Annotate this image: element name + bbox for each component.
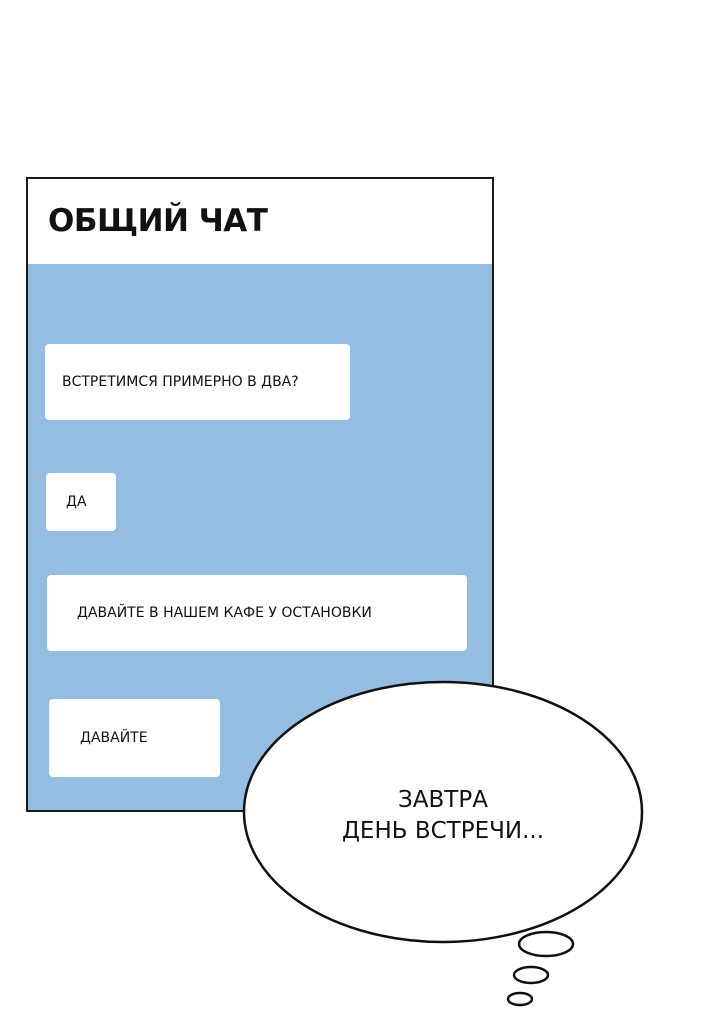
chat-title: ОБЩИЙ ЧАТ <box>48 203 268 239</box>
message-text: ДА <box>66 494 87 510</box>
thought-dot-small <box>506 991 534 1007</box>
message-bubble: ВСТРЕТИМСЯ ПРИМЕРНО В ДВА? <box>45 344 350 420</box>
message-text: ДАВАЙТЕ В НАШЕМ КАФЕ У ОСТАНОВКИ <box>77 605 372 621</box>
thought-line: ДЕНЬ ВСТРЕЧИ... <box>341 818 545 844</box>
thought-line: ЗАВТРА <box>398 787 488 813</box>
message-text: ДАВАЙТЕ <box>80 730 148 746</box>
chat-header: ОБЩИЙ ЧАТ <box>28 179 492 264</box>
message-bubble: ДАВАЙТЕ <box>49 699 220 777</box>
message-bubble: ДА <box>46 473 116 531</box>
chat-window: ОБЩИЙ ЧАТ ВСТРЕТИМСЯ ПРИМЕРНО В ДВА? ДА … <box>26 177 494 812</box>
thought-dot-medium <box>512 965 550 985</box>
thought-dot-large <box>517 930 575 958</box>
thought-text: ЗАВТРА ДЕНЬ ВСТРЕЧИ... <box>245 785 641 847</box>
message-bubble: ДАВАЙТЕ В НАШЕМ КАФЕ У ОСТАНОВКИ <box>47 575 467 651</box>
message-text: ВСТРЕТИМСЯ ПРИМЕРНО В ДВА? <box>62 374 299 390</box>
